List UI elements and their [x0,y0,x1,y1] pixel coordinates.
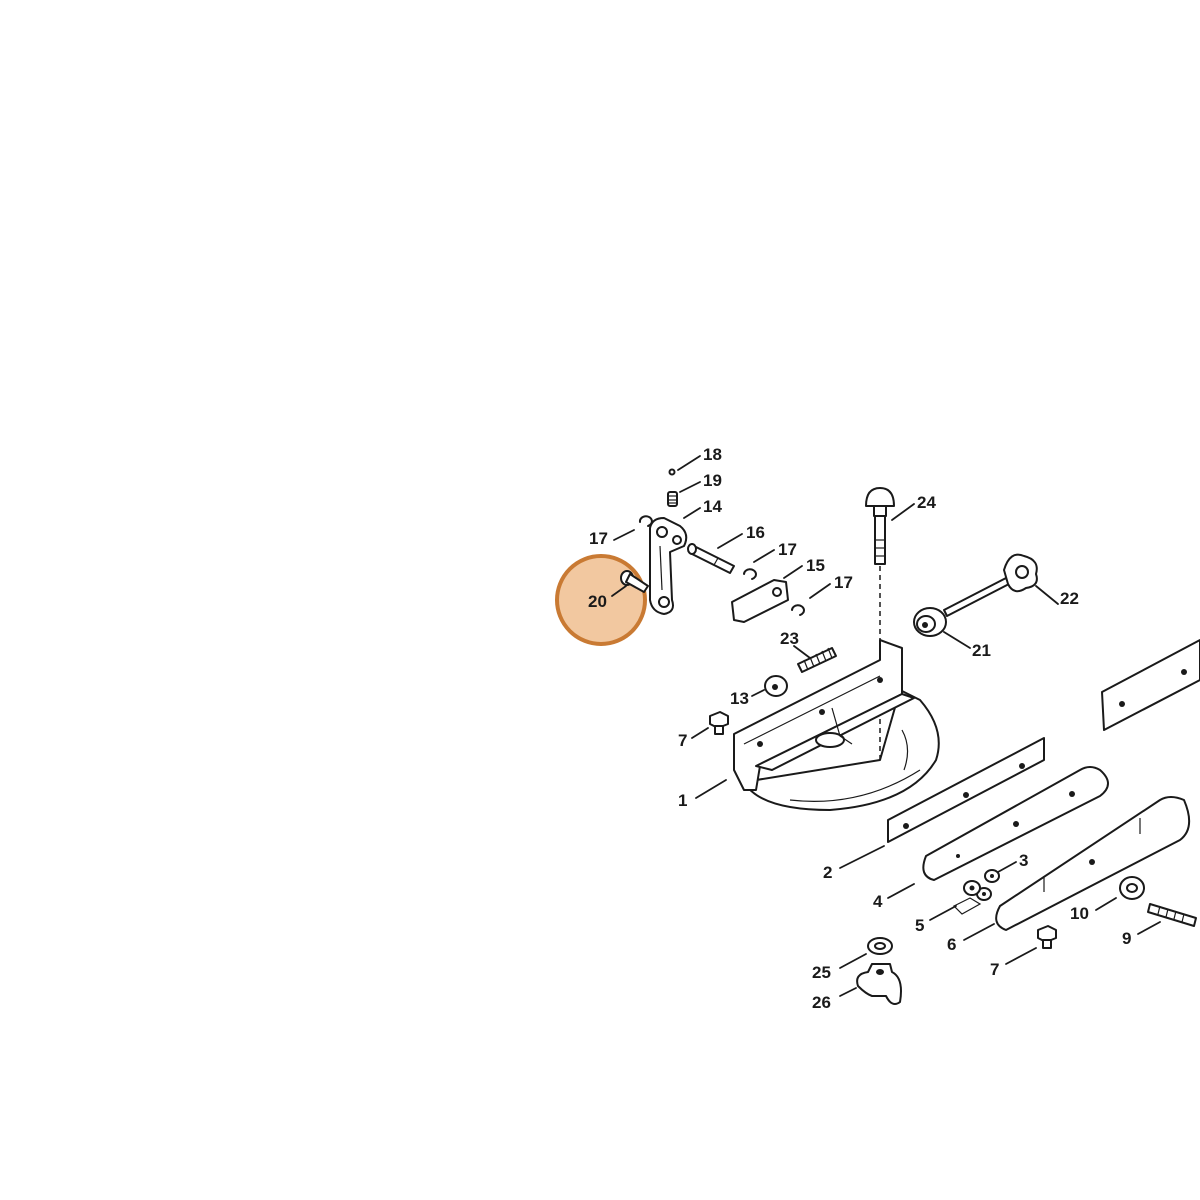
right-bar-upper[interactable] [1101,639,1200,731]
part-18-ball[interactable] [668,468,676,476]
part-13-nut[interactable] [764,675,788,697]
callout-20-highlighted[interactable]: 20 [588,592,607,611]
callout-23: 23 [780,629,799,648]
callout-17-low: 17 [834,573,853,592]
callout-16: 16 [746,523,765,542]
part-25-washer[interactable] [867,937,893,955]
callout-3: 3 [1019,851,1028,870]
callout-13: 13 [730,689,749,708]
callout-2: 2 [823,863,832,882]
part-5-washer[interactable] [952,880,982,915]
callout-24: 24 [917,493,936,512]
part-17-clip-mid[interactable] [743,568,757,580]
part-22-knob[interactable] [943,553,1038,617]
callout-7-upper: 7 [678,731,687,750]
part-17-clip-low[interactable] [791,604,805,616]
part-16-shaft[interactable] [687,543,735,574]
part-3-washer[interactable] [976,869,1000,901]
part-4-bar[interactable] [922,766,1109,881]
part-1-miter-gauge-body[interactable] [733,639,940,811]
callout-17-top: 17 [589,529,608,548]
part-6-bar[interactable] [995,796,1191,931]
part-9-stud[interactable] [1147,903,1197,927]
callout-17-mid: 17 [778,540,797,559]
callout-22: 22 [1060,589,1079,608]
callout-18: 18 [703,445,722,464]
callout-14: 14 [703,497,722,516]
callout-1: 1 [678,791,687,810]
callout-19: 19 [703,471,722,490]
callout-25: 25 [812,963,831,982]
callout-6: 6 [947,935,956,954]
part-17-clip-top[interactable] [638,515,653,527]
part-10-washer[interactable] [1119,876,1145,900]
part-23-spring[interactable] [797,647,837,673]
callout-21: 21 [972,641,991,660]
part-21-nut[interactable] [913,607,947,637]
callout-5: 5 [915,916,924,935]
callout-9: 9 [1122,929,1131,948]
part-7-screw-upper[interactable] [709,711,729,735]
part-7-screw-lower[interactable] [1037,925,1057,949]
part-26-wing-nut[interactable] [856,963,902,1005]
part-2-bar[interactable] [887,737,1045,843]
callout-7-lower: 7 [990,960,999,979]
callout-10: 10 [1070,904,1089,923]
callout-4: 4 [873,892,883,911]
part-15-plate[interactable] [731,579,789,623]
callout-15: 15 [806,556,825,575]
part-24-bolt[interactable] [865,487,895,565]
part-14-lever[interactable] [649,517,688,615]
part-19-spring[interactable] [667,491,678,507]
part-20-pin[interactable] [620,570,649,593]
leader-lines [611,455,1161,997]
callout-26: 26 [812,993,831,1012]
